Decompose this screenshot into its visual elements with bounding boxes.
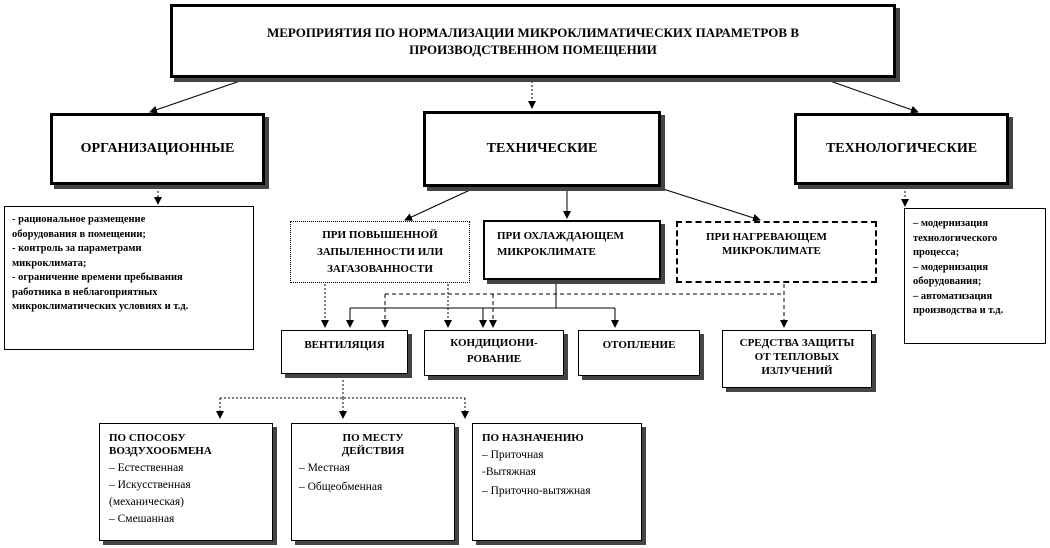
cool-connectors (346, 280, 619, 328)
list-item: – модернизация (913, 218, 988, 229)
category-organizational: ОРГАНИЗАЦИОННЫЕ (50, 113, 265, 185)
organizational-measures-list: - рациональное размещение оборудования в… (4, 206, 254, 350)
vent-type-item: (механическая) (109, 496, 184, 508)
vent-by-place: ПО МЕСТУ ДЕЙСТВИЯ – Местная – Общеобменн… (291, 423, 455, 541)
arrow-title-techno (829, 80, 919, 114)
category-technological-label: ТЕХНОЛОГИЧЕСКИЕ (825, 141, 978, 156)
list-item: технологического (913, 232, 998, 244)
vent-type-item: – Приточно-вытяжная (482, 485, 591, 497)
category-technological: ТЕХНОЛОГИЧЕСКИЕ (794, 113, 1009, 185)
category-organizational-label: ОРГАНИЗАЦИОННЫЕ (80, 141, 235, 156)
list-item: - контроль за параметрами (12, 243, 142, 254)
technological-measures-list: – модернизация технологического процесса… (904, 208, 1046, 344)
list-item: микроклимата; (12, 257, 87, 269)
measure-heating-label: ОТОПЛЕНИЕ (602, 339, 676, 351)
vent-type-heading: ВОЗДУХООБМЕНА (109, 445, 212, 457)
vent-type-heading: ПО МЕСТУ (342, 432, 404, 444)
condition-heating: ПРИ НАГРЕВАЮЩЕМ МИКРОКЛИМАТЕ (676, 221, 877, 283)
condition-line: ПРИ НАГРЕВАЮЩЕМ (706, 231, 827, 243)
condition-cooling: ПРИ ОХЛАЖДАЮЩЕМ МИКРОКЛИМАТЕ (483, 220, 661, 280)
vent-type-item: – Приточная (482, 449, 544, 461)
condition-line: ЗАГАЗОВАННОСТИ (327, 262, 433, 275)
list-item: процесса; (913, 247, 960, 258)
condition-line: МИКРОКЛИМАТЕ (497, 246, 596, 258)
condition-line: ЗАПЫЛЕННОСТИ ИЛИ (316, 245, 444, 258)
vent-type-heading: ПО СПОСОБУ (109, 432, 186, 444)
condition-line: МИКРОКЛИМАТЕ (722, 245, 821, 257)
arrow-tech-heat (659, 187, 761, 222)
list-item: работника в неблагоприятных (12, 286, 158, 298)
measure-protection-line: ОТ ТЕПЛОВЫХ (754, 351, 840, 363)
heat-connectors (381, 284, 788, 328)
category-technical: ТЕХНИЧЕСКИЕ (423, 111, 661, 187)
vent-type-item: – Искусственная (109, 479, 191, 491)
list-item: оборудования; (913, 276, 982, 287)
vent-type-item: – Местная (299, 462, 350, 474)
list-item: – автоматизация (913, 290, 993, 302)
vent-by-purpose: ПО НАЗНАЧЕНИЮ – Приточная -Вытяжная – Пр… (472, 423, 642, 541)
measure-heat-protection: СРЕДСТВА ЗАЩИТЫ ОТ ТЕПЛОВЫХ ИЗЛУЧЕНИЙ (722, 330, 872, 388)
vent-type-heading: ПО НАЗНАЧЕНИЮ (482, 432, 584, 444)
measure-conditioning-line: РОВАНИЕ (466, 353, 522, 365)
measure-protection-line: СРЕДСТВА ЗАЩИТЫ (739, 337, 855, 349)
vent-type-item: – Естественная (109, 462, 184, 474)
main-title-box: МЕРОПРИЯТИЯ ПО НОРМАЛИЗАЦИИ МИКРОКЛИМАТИ… (170, 4, 896, 78)
list-item: – модернизация (913, 261, 988, 273)
vent-type-item: – Смешанная (109, 513, 175, 525)
condition-line: ПРИ ПОВЫШЕННОЙ (322, 228, 438, 241)
list-item: производства и т.д. (913, 305, 1004, 316)
measure-ventilation: ВЕНТИЛЯЦИЯ (281, 330, 408, 374)
measure-heating: ОТОПЛЕНИЕ (578, 330, 700, 376)
list-item: оборудования в помещении; (12, 228, 146, 240)
arrow-tech-dust (404, 189, 471, 221)
measure-protection-line: ИЗЛУЧЕНИЙ (761, 365, 833, 377)
list-item: - рациональное размещение (12, 214, 146, 225)
vent-by-air-exchange: ПО СПОСОБУ ВОЗДУХООБМЕНА – Естественная … (99, 423, 273, 541)
main-title: МЕРОПРИЯТИЯ ПО НОРМАЛИЗАЦИИ МИКРОКЛИМАТИ… (266, 25, 799, 57)
condition-dust-gas: ПРИ ПОВЫШЕННОЙ ЗАПЫЛЕННОСТИ ИЛИ ЗАГАЗОВА… (290, 221, 470, 283)
measure-conditioning-line: КОНДИЦИОНИ- (450, 337, 538, 349)
condition-line: ПРИ ОХЛАЖДАЮЩЕМ (497, 230, 624, 242)
dust-connectors (321, 284, 452, 328)
arrow-title-org (149, 80, 241, 114)
vent-type-item: -Вытяжная (482, 466, 536, 478)
category-technical-label: ТЕХНИЧЕСКИЕ (486, 141, 598, 156)
measure-ventilation-label: ВЕНТИЛЯЦИЯ (304, 339, 385, 351)
vent-connectors (216, 376, 469, 419)
measure-conditioning: КОНДИЦИОНИ- РОВАНИЕ (424, 330, 564, 376)
vent-type-item: – Общеобменная (299, 481, 383, 493)
vent-type-heading: ДЕЙСТВИЯ (341, 445, 405, 457)
list-item: микроклиматических условиях и т.д. (12, 301, 189, 312)
list-item: - ограничение времени пребывания (12, 272, 183, 283)
